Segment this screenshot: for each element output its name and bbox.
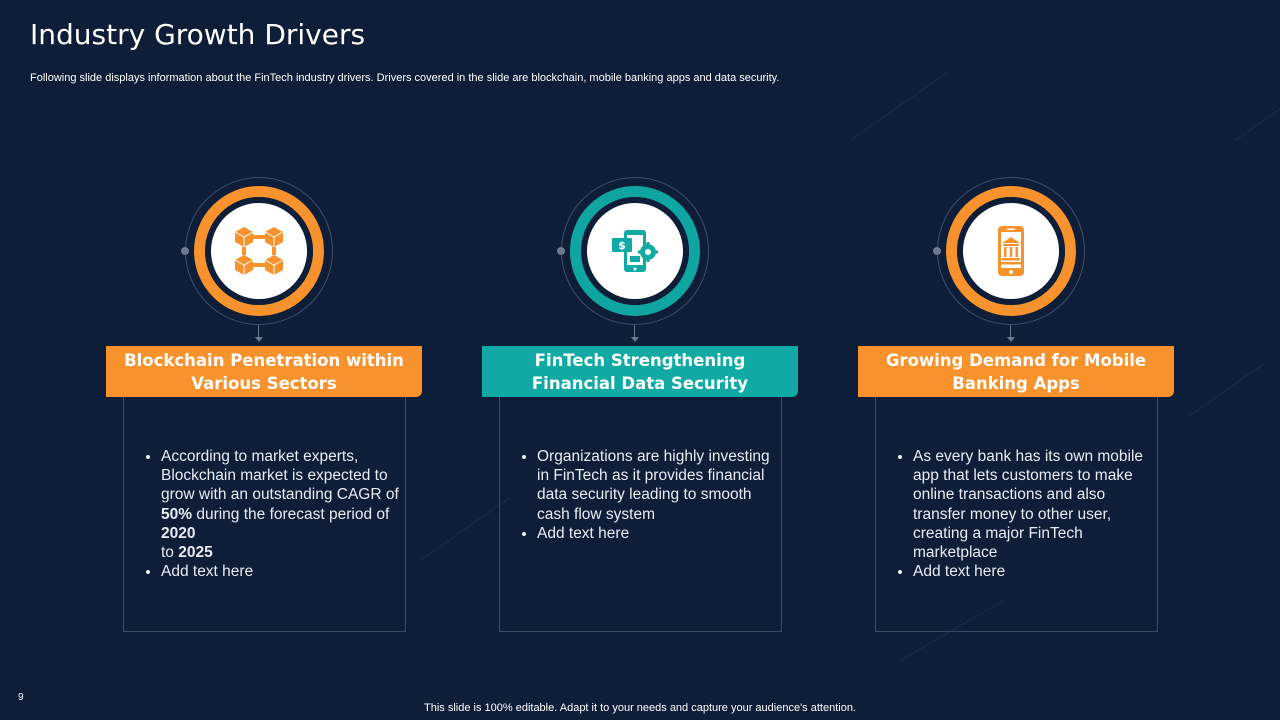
driver-card-mobile-banking: Growing Demand for Mobile Banking Apps A… — [858, 175, 1176, 635]
connector-line — [258, 325, 259, 339]
footer-note: This slide is 100% editable. Adapt it to… — [424, 702, 856, 714]
bullet-item: Add text here — [913, 562, 1153, 581]
bullet-highlight: 2025 — [178, 544, 213, 562]
connector-line — [634, 325, 635, 339]
driver-card-blockchain: Blockchain Penetration within Various Se… — [106, 175, 424, 635]
background-decoration — [1234, 105, 1280, 141]
connector-arrow — [255, 337, 263, 342]
bullet-highlight: 2020 — [161, 524, 196, 542]
bullet-highlight: 50% — [161, 505, 193, 523]
bullet-list: According to market experts, Blockchain … — [143, 447, 401, 581]
bullet-text-part: during the forecast period of — [192, 505, 390, 523]
background-decoration — [849, 71, 949, 141]
bullet-list: Organizations are highly investing in Fi… — [519, 447, 777, 543]
icon-badge — [211, 203, 307, 299]
icon-badge — [963, 203, 1059, 299]
ring-dot — [181, 247, 189, 255]
ring-dot — [557, 247, 565, 255]
connector-line — [1010, 325, 1011, 339]
bullet-text-part: According to market experts, Blockchain … — [161, 448, 399, 504]
icon-ring — [194, 186, 324, 316]
bullet-item: According to market experts, Blockchain … — [161, 447, 401, 562]
background-decoration — [1189, 363, 1265, 416]
icon-ring — [570, 186, 700, 316]
bullet-list: As every bank has its own mobile app tha… — [895, 447, 1153, 581]
mobile-money-gear-icon: $ — [608, 224, 662, 278]
card-body-frame — [499, 397, 782, 632]
page-subtitle: Following slide displays information abo… — [30, 72, 780, 84]
card-body-frame — [875, 397, 1158, 632]
mobile-bank-icon — [984, 224, 1038, 278]
ring-dot — [933, 247, 941, 255]
svg-text:$: $ — [618, 239, 626, 252]
bullet-text-part: to — [161, 544, 179, 562]
bullet-item: Organizations are highly investing in Fi… — [537, 447, 777, 524]
page-title: Industry Growth Drivers — [30, 18, 366, 51]
bullet-item: As every bank has its own mobile app tha… — [913, 447, 1153, 562]
icon-badge: $ — [587, 203, 683, 299]
card-header: Growing Demand for Mobile Banking Apps — [858, 346, 1174, 397]
card-body-frame — [123, 397, 406, 632]
driver-card-security: $ FinTech Strengthening Financial Data S… — [482, 175, 800, 635]
icon-ring — [946, 186, 1076, 316]
card-header: Blockchain Penetration within Various Se… — [106, 346, 422, 397]
bullet-item: Add text here — [537, 524, 777, 543]
page-number: 9 — [18, 692, 24, 703]
bullet-item: Add text here — [161, 562, 401, 581]
connector-arrow — [1007, 337, 1015, 342]
connector-arrow — [631, 337, 639, 342]
card-header: FinTech Strengthening Financial Data Sec… — [482, 346, 798, 397]
blockchain-cubes-icon — [233, 225, 285, 277]
